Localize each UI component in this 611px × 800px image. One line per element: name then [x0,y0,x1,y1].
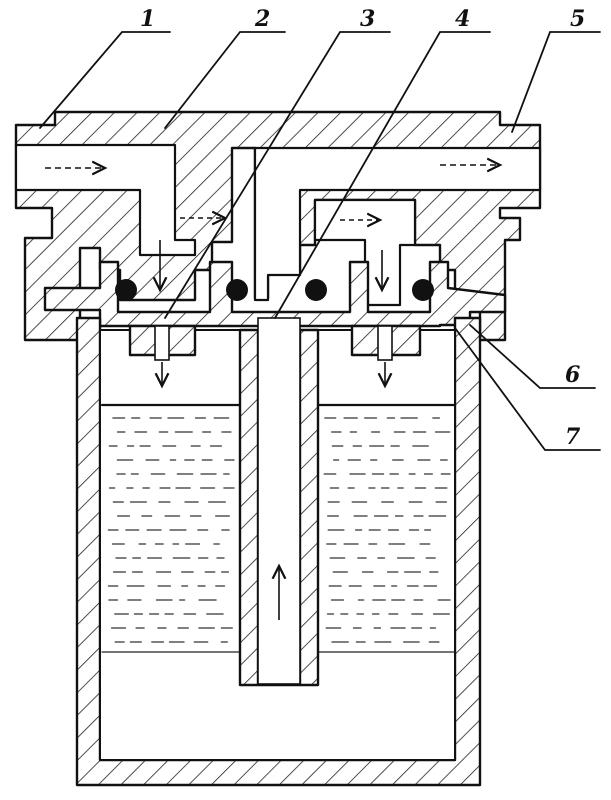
callout-1: 1 [140,6,155,32]
callout-3: 3 [360,6,375,32]
callout-7: 7 [565,424,581,450]
right-pocket [313,198,417,307]
callout-2: 2 [254,6,270,32]
o-ring-1 [115,279,137,301]
liquid-dashes [107,417,451,643]
callout-6: 6 [565,362,580,388]
leader-7 [454,327,601,451]
callouts: 1 2 3 4 5 6 7 [39,6,601,451]
nozzles [128,324,422,386]
flow-arrows [45,165,500,290]
leader-2 [164,31,286,129]
o-rings [115,279,434,301]
inlet-channel [14,143,197,257]
leader-5 [511,31,601,133]
leader-6 [469,324,596,389]
leader-4 [274,31,491,319]
leader-3 [164,31,391,319]
callout-4: 4 [455,6,470,32]
tube-bore [257,317,301,685]
leader-1 [39,31,171,129]
head-block [14,110,542,342]
central-tube [238,317,320,687]
o-ring-2 [226,279,248,301]
callout-5: 5 [570,6,585,32]
o-ring-3 [305,279,327,301]
o-ring-4 [412,279,434,301]
